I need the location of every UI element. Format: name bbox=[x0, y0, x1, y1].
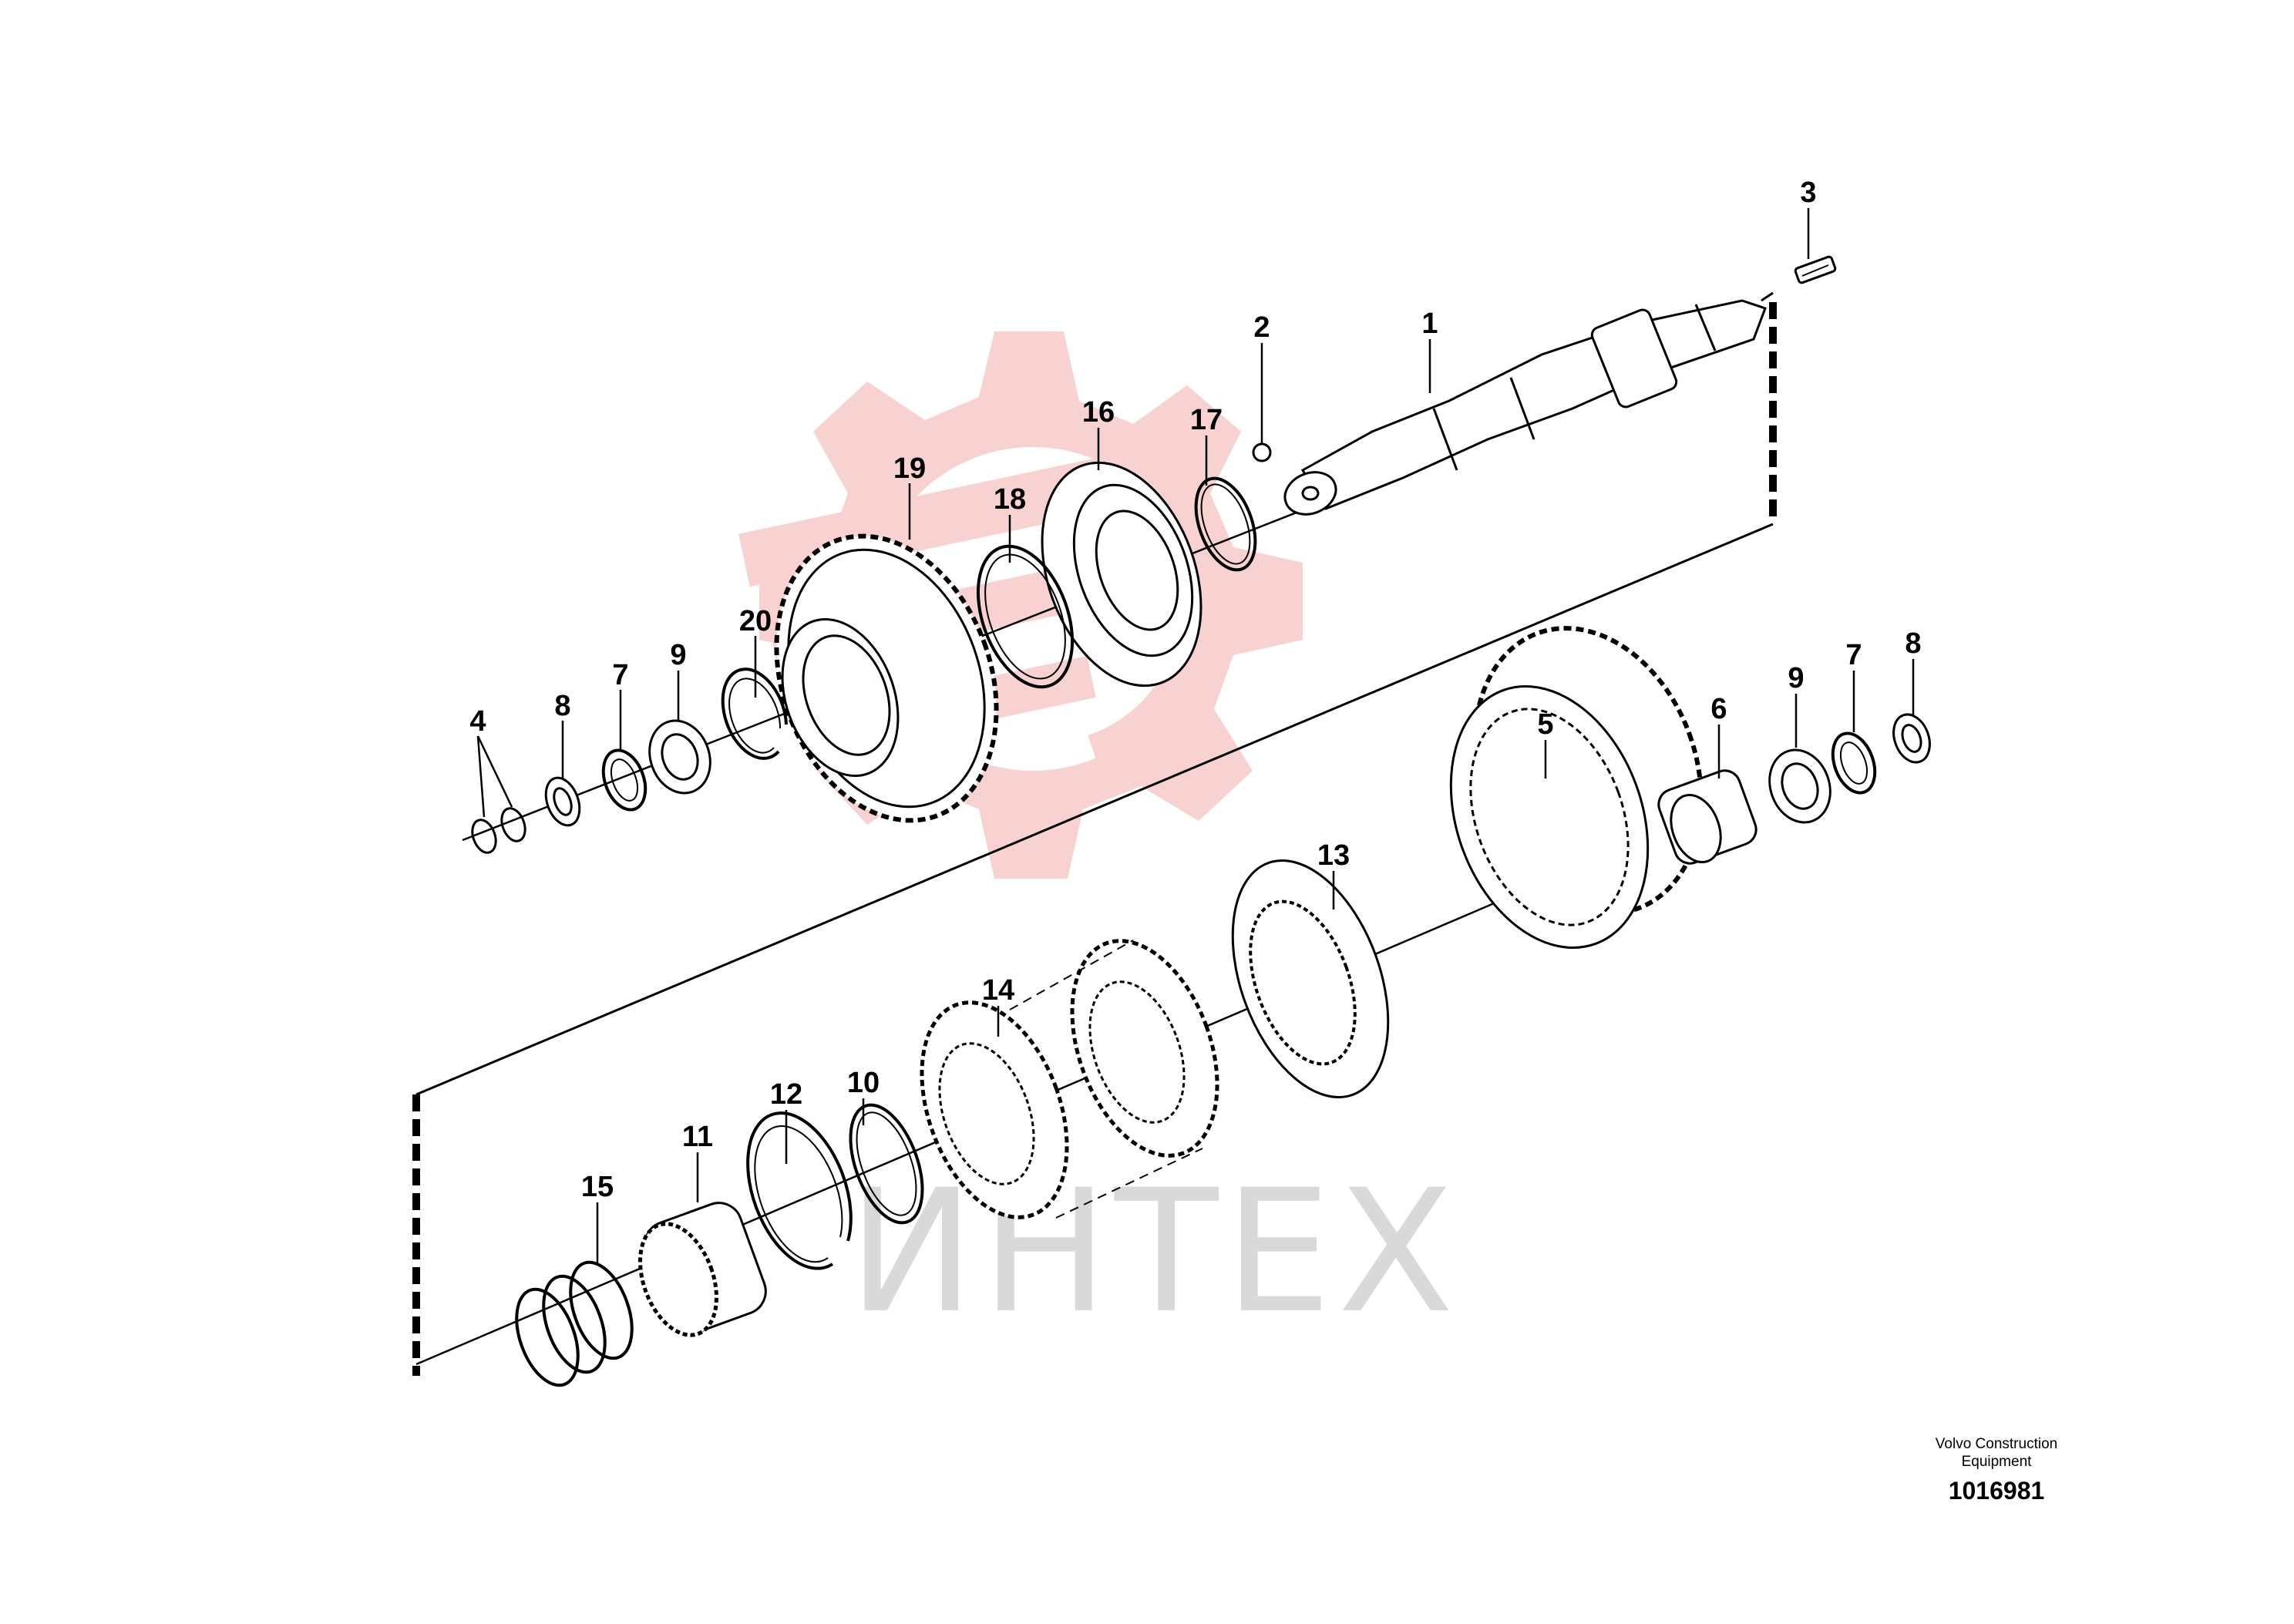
part-spur-gear bbox=[774, 533, 999, 823]
part-splined-hub bbox=[638, 1202, 767, 1337]
part-washer-right bbox=[1831, 731, 1877, 795]
part-ring-upper bbox=[976, 544, 1075, 689]
callout-labels: 3 1 2 16 17 19 18 20 9 7 8 4 5 6 9 7 8 1… bbox=[469, 177, 1921, 1203]
assembly-frame-lines bbox=[412, 291, 1777, 1376]
callout-9-right: 9 bbox=[1788, 662, 1804, 694]
credit-company-line2: Equipment bbox=[1961, 1454, 2032, 1470]
callout-20: 20 bbox=[739, 605, 772, 637]
callout-17: 17 bbox=[1190, 404, 1223, 436]
part-bearing-left bbox=[648, 719, 711, 795]
callout-11: 11 bbox=[682, 1121, 713, 1153]
part-friction-plates bbox=[920, 939, 1219, 1219]
callout-9-left: 9 bbox=[670, 639, 686, 671]
drawing-credit: Volvo Construction Equipment 1016981 bbox=[1873, 1435, 2120, 1505]
part-spring bbox=[515, 1260, 634, 1387]
callout-6: 6 bbox=[1710, 693, 1727, 725]
leader-lines bbox=[476, 208, 1915, 1264]
callout-13: 13 bbox=[1317, 839, 1350, 872]
part-circlip-lower bbox=[746, 1111, 853, 1270]
part-circlip-upper bbox=[721, 667, 788, 760]
callout-19: 19 bbox=[893, 452, 926, 485]
callout-8-left: 8 bbox=[554, 690, 570, 722]
part-washer-left bbox=[601, 748, 648, 812]
callout-4: 4 bbox=[469, 705, 486, 738]
part-bearing-housing bbox=[1041, 461, 1202, 688]
part-ball bbox=[1252, 442, 1272, 462]
watermark-text: ИНТЕХ bbox=[848, 1153, 1460, 1350]
part-snap-ring-upper bbox=[1194, 476, 1257, 572]
part-nut-right bbox=[1892, 713, 1931, 764]
part-ring-lower bbox=[849, 1103, 924, 1225]
part-clutch-drum bbox=[1449, 626, 1704, 949]
callout-1: 1 bbox=[1421, 308, 1438, 340]
callout-2: 2 bbox=[1253, 311, 1270, 344]
credit-company: Volvo Construction bbox=[1935, 1436, 2058, 1452]
callout-14: 14 bbox=[982, 974, 1014, 1007]
callout-3: 3 bbox=[1800, 177, 1816, 209]
callout-16: 16 bbox=[1082, 396, 1115, 429]
callout-12: 12 bbox=[770, 1078, 802, 1111]
callout-5: 5 bbox=[1537, 708, 1553, 741]
callout-7-left: 7 bbox=[612, 659, 628, 691]
part-clutch-disc bbox=[1231, 859, 1390, 1098]
drawing-number: 1016981 bbox=[1948, 1477, 2045, 1505]
callout-15: 15 bbox=[581, 1171, 614, 1203]
callout-7-right: 7 bbox=[1845, 639, 1862, 671]
callout-18: 18 bbox=[994, 483, 1026, 516]
callout-8-right: 8 bbox=[1905, 627, 1921, 660]
part-main-shaft bbox=[1283, 299, 1767, 516]
part-roller-bearing bbox=[1657, 769, 1758, 865]
callout-10: 10 bbox=[847, 1067, 880, 1099]
part-nut-left bbox=[544, 776, 581, 827]
part-pin bbox=[1794, 255, 1837, 284]
part-o-rings bbox=[471, 807, 526, 854]
part-bearing-right bbox=[1768, 748, 1832, 824]
